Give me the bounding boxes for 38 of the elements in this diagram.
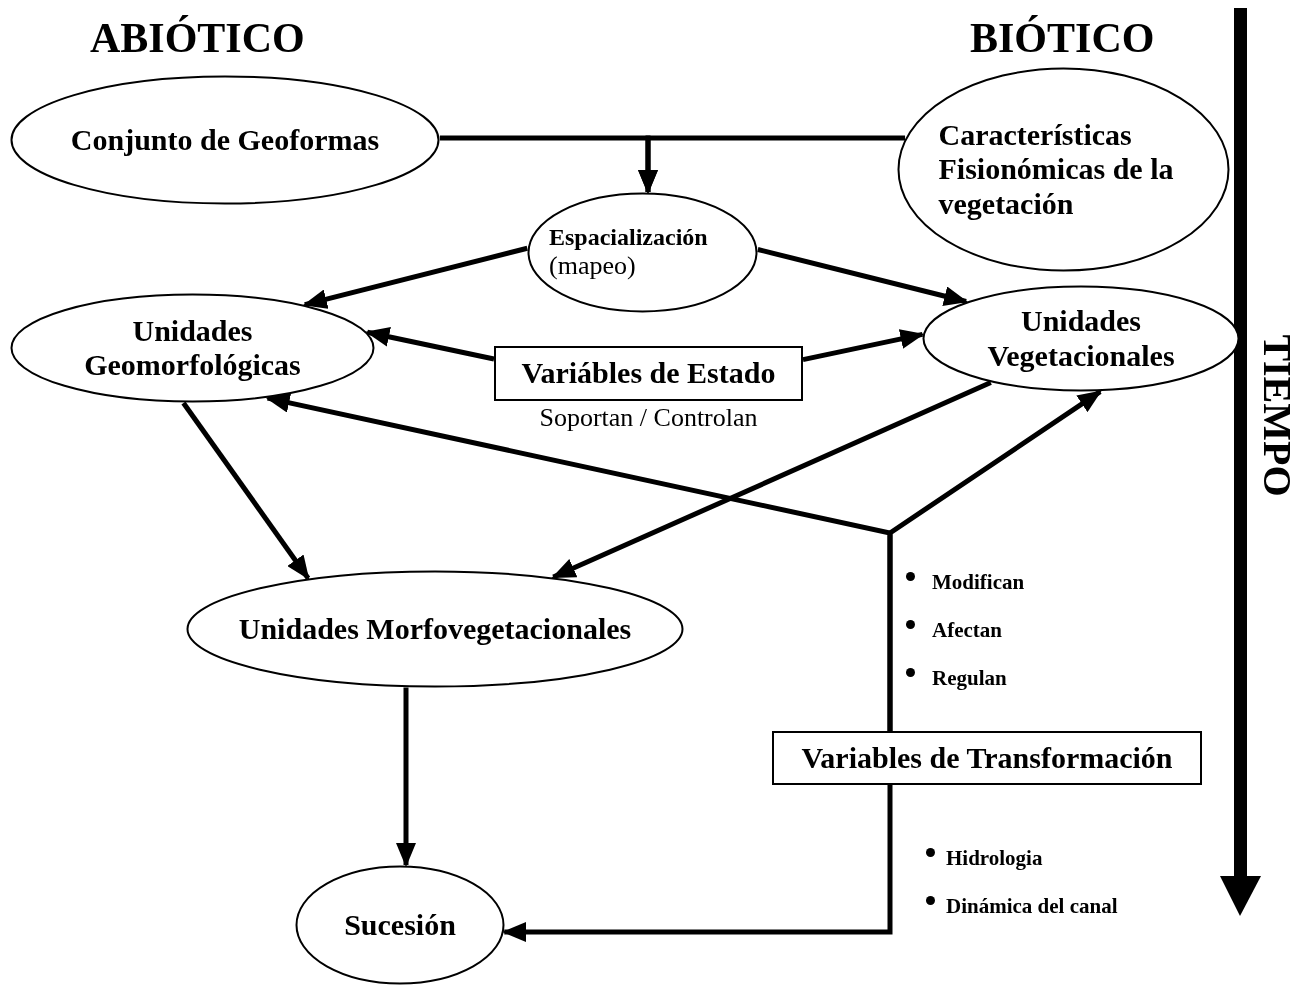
ellipse-node [10, 293, 375, 403]
arrow [757, 247, 969, 306]
arrow [396, 687, 416, 868]
arrow [181, 401, 311, 580]
bullet-item: Hidrologia [946, 846, 1043, 871]
arrow [887, 389, 1102, 731]
node-text: Unidades Vegetacionales [986, 304, 1176, 373]
node-text: Conjunto de Geoformas [69, 122, 381, 158]
ellipse-node [186, 570, 684, 688]
node-text: Espacialización [549, 223, 709, 252]
bullet-item: Dinámica del canal [946, 894, 1118, 919]
process-box [772, 731, 1202, 785]
ellipse-node [10, 75, 440, 205]
heading-label: TIEMPO [1253, 333, 1301, 499]
arrow [551, 380, 992, 580]
node-text: Variábles de Estado [520, 356, 777, 391]
heading-label: BIÓTICO [970, 14, 1155, 62]
ellipse-node [527, 192, 758, 313]
process-box [494, 346, 803, 401]
node-text: Unidades Geomorfológicas [83, 313, 302, 383]
node-text: (mapeo) [549, 251, 637, 282]
node-text: Unidades Morfovegetacionales [237, 611, 633, 647]
arrow [302, 245, 528, 309]
heading-label: ABIÓTICO [90, 14, 305, 62]
bullet-item: Modifican [932, 570, 1025, 595]
node-text: Sucesión [343, 907, 457, 943]
bullet-item: Afectan [932, 618, 1002, 643]
ellipse-node [295, 865, 505, 985]
ellipse-node [922, 285, 1240, 392]
arrow [365, 327, 495, 362]
node-text: Variables de Transformación [800, 740, 1174, 776]
node-text: Características Fisionómicas de la vegetación [938, 117, 1175, 222]
arrow [502, 785, 893, 942]
arrow [638, 135, 906, 195]
bullet-item: Regulan [932, 666, 1007, 691]
node-caption: Soportan / Controlan [538, 403, 759, 433]
arrow [802, 329, 925, 363]
ellipse-node [897, 67, 1230, 272]
